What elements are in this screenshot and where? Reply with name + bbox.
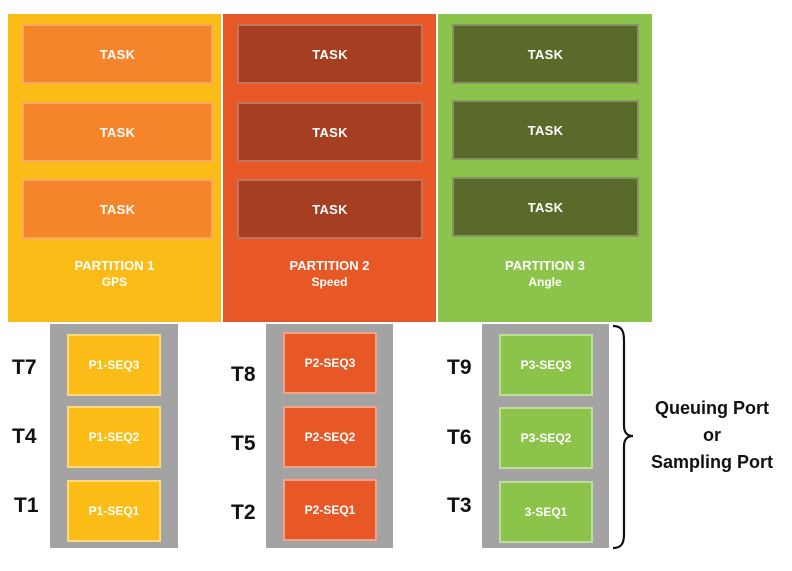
queue-1-seq-3: P1-SEQ3	[67, 334, 161, 396]
time-label-t3: T3	[447, 494, 472, 517]
queue-2-seq-2: P2-SEQ2	[283, 406, 377, 468]
partition-2-task-2: TASK	[237, 102, 423, 162]
curly-brace	[612, 324, 634, 550]
time-label-t7: T7	[12, 356, 37, 379]
queue-3-seq-3: P3-SEQ3	[499, 334, 593, 396]
partition-3-name: PARTITION 3	[505, 258, 585, 273]
partition-1-subtitle: GPS	[101, 275, 128, 289]
time-label-t1: T1	[14, 494, 39, 517]
queue-3-seq-1: 3-SEQ1	[499, 481, 593, 543]
queue-2-seq-1: P2-SEQ1	[283, 479, 377, 541]
partition-2-name: PARTITION 2	[289, 258, 370, 273]
queue-3-seq-2: P3-SEQ2	[499, 407, 593, 469]
partition-1-task-1: TASK	[22, 24, 213, 84]
queue-2-seq-3: P2-SEQ3	[283, 332, 377, 394]
time-label-t9: T9	[447, 356, 472, 379]
time-label-t5: T5	[231, 432, 256, 455]
port-label-line-3: Sampling Port	[650, 452, 773, 472]
queue-1: P1-SEQ3 P1-SEQ2 P1-SEQ1	[50, 324, 178, 548]
partition-2: TASK TASK TASK PARTITION 2 Speed	[223, 14, 436, 322]
partition-3-label: PARTITION 3 Angle	[438, 257, 652, 291]
partition-1-task-3: TASK	[22, 179, 213, 239]
time-label-t4: T4	[12, 425, 37, 448]
queue-1-seq-1: P1-SEQ1	[67, 480, 161, 542]
queue-2: P2-SEQ3 P2-SEQ2 P2-SEQ1	[266, 324, 393, 548]
partition-1-label: PARTITION 1 GPS	[8, 257, 221, 291]
partition-3-task-2: TASK	[452, 100, 639, 160]
partition-2-subtitle: Speed	[311, 275, 348, 289]
time-label-t6: T6	[447, 426, 472, 449]
port-label-line-2: or	[703, 425, 721, 445]
queue-3: P3-SEQ3 P3-SEQ2 3-SEQ1	[482, 324, 609, 548]
port-label: Queuing Port or Sampling Port	[632, 395, 792, 476]
partition-2-task-3: TASK	[237, 179, 423, 239]
partition-3-task-1: TASK	[452, 24, 639, 84]
partition-3: TASK TASK TASK PARTITION 3 Angle	[438, 14, 652, 322]
port-label-line-1: Queuing Port	[655, 398, 769, 418]
partition-1-name: PARTITION 1	[74, 258, 155, 273]
partition-2-label: PARTITION 2 Speed	[223, 257, 436, 291]
time-label-t2: T2	[231, 501, 256, 524]
partition-3-subtitle: Angle	[528, 275, 562, 289]
partition-2-task-1: TASK	[237, 24, 423, 84]
partition-3-task-3: TASK	[452, 177, 639, 237]
time-label-t8: T8	[231, 363, 256, 386]
partition-1: TASK TASK TASK PARTITION 1 GPS	[8, 14, 221, 322]
partition-1-task-2: TASK	[22, 102, 213, 162]
queue-1-seq-2: P1-SEQ2	[67, 406, 161, 468]
